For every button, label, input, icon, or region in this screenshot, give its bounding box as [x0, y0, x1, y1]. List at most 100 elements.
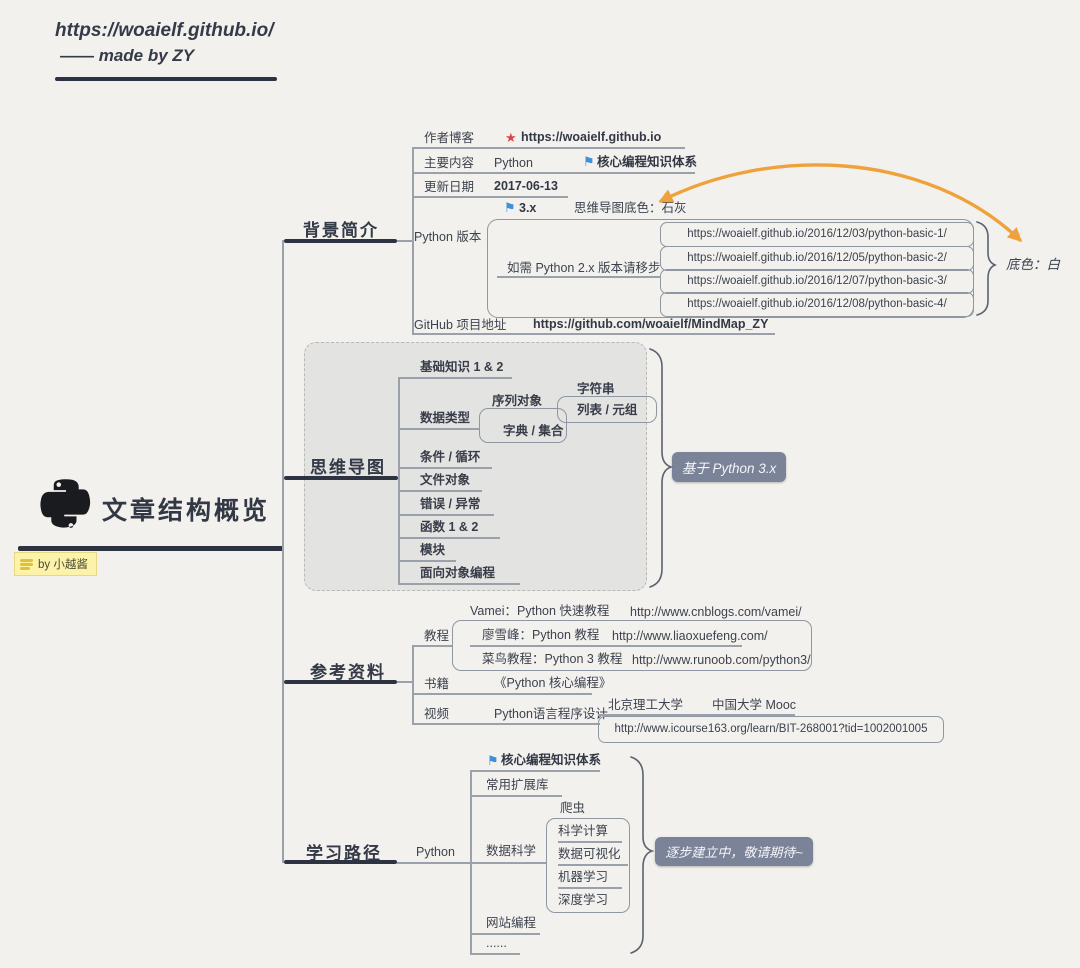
datatype-children-box — [479, 408, 567, 443]
row-line — [558, 841, 622, 843]
tutorial-liaoxuefeng-name: 廖雪峰：Python 教程 — [482, 628, 600, 642]
row-line — [398, 377, 512, 379]
page-title: 文章结构概览 — [102, 497, 271, 525]
row-line — [470, 770, 600, 772]
header-url: https://woaielf.github.io/ — [55, 20, 274, 41]
author-blog-url[interactable]: https://woaielf.github.io — [521, 130, 662, 144]
ds-deep-learning: 深度学习 — [558, 893, 609, 907]
tutorial-liaoxuefeng-url[interactable]: http://www.liaoxuefeng.com/ — [612, 629, 768, 643]
branch-background-label: 背景简介 — [303, 221, 379, 240]
row-line — [412, 723, 600, 725]
row-line — [558, 887, 622, 889]
background-bracket — [412, 147, 414, 333]
row-line — [470, 645, 742, 647]
ds-crawler: 爬虫 — [560, 801, 586, 815]
row-line — [398, 583, 520, 585]
book-label: 书籍 — [424, 677, 450, 691]
mindmap-panel — [304, 342, 647, 591]
python-logo-icon — [40, 479, 91, 528]
update-date-value: 2017-06-13 — [494, 179, 558, 193]
branch-reference-underline — [284, 680, 397, 684]
reference-bracket — [412, 645, 414, 723]
row-line — [598, 714, 795, 716]
flag-icon: ⚑ — [487, 753, 499, 768]
path-datascience: 数据科学 — [486, 844, 537, 858]
python2-url-3[interactable]: https://woaielf.github.io/2016/12/07/pyt… — [660, 269, 974, 294]
node-string: 字符串 — [577, 382, 615, 396]
python2-label: 如需 Python 2.x 版本请移步 — [507, 261, 661, 275]
branch-reference-label: 参考资料 — [310, 663, 386, 682]
tutorial-group-box — [452, 620, 812, 671]
video-org: 北京理工大学 — [608, 698, 684, 712]
row-line — [412, 147, 685, 149]
node-file: 文件对象 — [420, 473, 471, 487]
row-line — [398, 514, 494, 516]
python2-url-4[interactable]: https://woaielf.github.io/2016/12/08/pyt… — [660, 292, 974, 317]
brace-mindmap-group — [649, 348, 674, 588]
node-list-tuple: 列表 / 元组 — [577, 403, 638, 417]
callout-python3: 基于 Python 3.x — [672, 452, 786, 482]
node-oop: 面向对象编程 — [420, 566, 496, 580]
branch-background-underline — [284, 239, 397, 243]
node-sequence: 序列对象 — [492, 394, 543, 408]
row-line — [398, 560, 456, 562]
node-function: 函数 1 & 2 — [420, 520, 479, 534]
brace-url-group — [976, 221, 998, 316]
callout-coming-soon: 逐步建立中，敬请期待~ — [655, 837, 813, 866]
github-label: GitHub 项目地址 — [414, 318, 507, 332]
tutorial-runoob-name: 菜鸟教程：Python 3 教程 — [482, 652, 623, 666]
row-line — [412, 333, 775, 335]
node-error: 错误 / 异常 — [420, 497, 481, 511]
node-basics: 基础知识 1 & 2 — [420, 360, 504, 374]
main-content-label: 主要内容 — [424, 156, 475, 170]
row-line — [558, 864, 628, 866]
branch-path-label: 学习路径 — [306, 844, 382, 863]
core-knowledge-tag: 核心编程知识体系 — [597, 155, 698, 169]
video-value: Python语言程序设计 — [494, 707, 608, 721]
row-line — [470, 795, 562, 797]
flag-icon: ⚑ — [583, 154, 595, 169]
row-line — [412, 693, 592, 695]
lime-background-annotation: 思维导图底色：石灰 — [574, 201, 687, 215]
path-python-label: Python — [416, 845, 455, 859]
ds-visualization: 数据可视化 — [558, 847, 621, 861]
author-note-text: by 小越酱 — [38, 559, 88, 571]
row-line — [398, 428, 479, 430]
author-note: by 小越酱 — [14, 552, 97, 576]
node-datatype: 数据类型 — [420, 411, 471, 425]
connector — [397, 240, 413, 242]
video-label: 视频 — [424, 707, 450, 721]
header-underline — [55, 77, 277, 81]
notes-icon — [20, 558, 33, 570]
row-line — [497, 276, 660, 278]
github-url[interactable]: https://github.com/woaielf/MindMap_ZY — [533, 317, 769, 331]
video-platform: 中国大学 Mooc — [712, 698, 797, 712]
tutorial-runoob-url[interactable]: http://www.runoob.com/python3/ — [632, 653, 811, 667]
path-extlib: 常用扩展库 — [486, 778, 549, 792]
mindmap-bracket — [398, 377, 400, 583]
author-blog-label: 作者博客 — [424, 131, 475, 145]
row-line — [412, 172, 695, 174]
python2-url-1[interactable]: https://woaielf.github.io/2016/12/03/pyt… — [660, 222, 974, 247]
tutorial-label: 教程 — [424, 629, 450, 643]
tutorial-vamei-url[interactable]: http://www.cnblogs.com/vamei/ — [630, 605, 802, 619]
python2-url-2[interactable]: https://woaielf.github.io/2016/12/05/pyt… — [660, 246, 974, 271]
path-more: ...... — [486, 936, 507, 950]
node-module: 模块 — [420, 543, 446, 557]
row-line — [398, 467, 492, 469]
star-icon: ★ — [505, 130, 517, 145]
row-line — [470, 953, 520, 955]
white-background-annotation: 底色：白 — [1006, 257, 1060, 272]
spine-line — [282, 240, 284, 863]
row-line — [397, 862, 546, 864]
path-bracket — [470, 770, 472, 953]
path-web: 网站编程 — [486, 916, 537, 930]
header-byline: —— made by ZY — [60, 46, 195, 65]
ds-scientific: 科学计算 — [558, 824, 609, 838]
row-line — [398, 537, 500, 539]
video-url[interactable]: http://www.icourse163.org/learn/BIT-2680… — [598, 716, 944, 743]
connector — [397, 681, 413, 683]
flag-icon: ⚑ — [504, 200, 516, 215]
node-condition: 条件 / 循环 — [420, 450, 481, 464]
